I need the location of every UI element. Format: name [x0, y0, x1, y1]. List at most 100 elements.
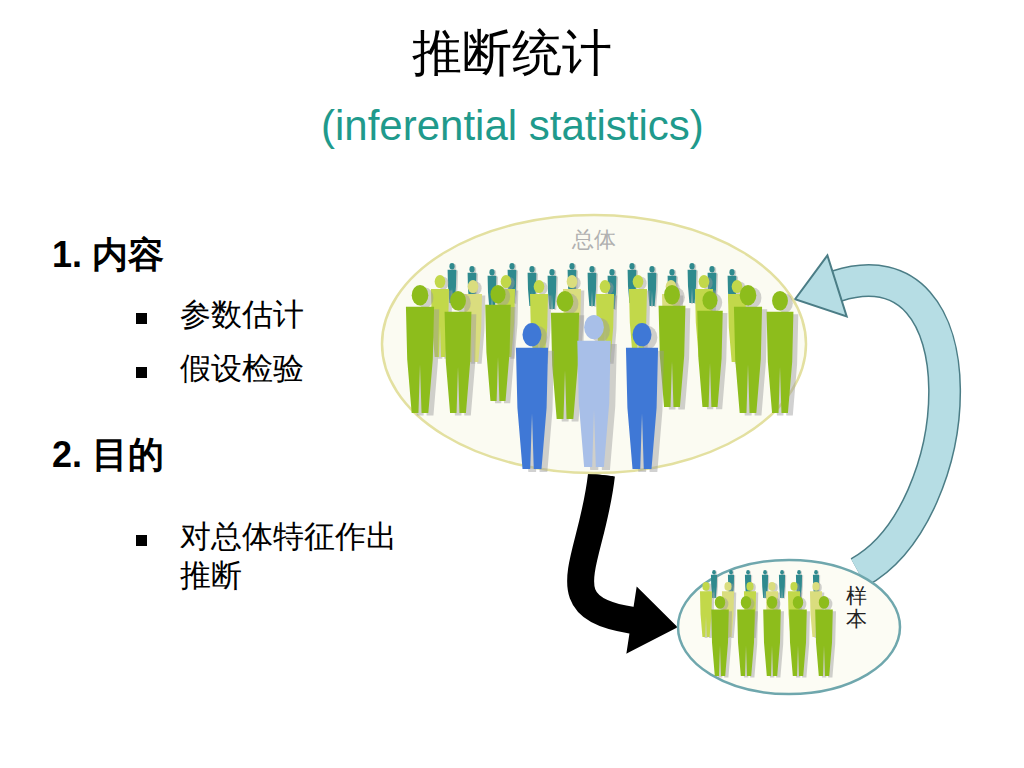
person-head: [772, 291, 788, 311]
person-head: [741, 596, 751, 609]
arrowhead: [628, 589, 676, 652]
person-head: [699, 275, 710, 288]
list-item: 对总体特征作出推断: [180, 518, 402, 596]
person-figure: [688, 263, 697, 303]
person-head: [702, 291, 717, 310]
person-head: [724, 582, 731, 591]
person-head: [523, 323, 542, 346]
title: 推断统计: [412, 20, 612, 87]
person-body: [767, 312, 794, 413]
section-heading: 1. 内容: [52, 232, 164, 277]
bullet-square: [136, 535, 147, 546]
person-head: [649, 266, 654, 272]
person-head: [567, 275, 578, 288]
person-head: [746, 582, 753, 591]
person-figure: [551, 291, 579, 419]
crowd-illustration: [700, 570, 836, 678]
person-figure: [588, 266, 597, 306]
person-body: [445, 312, 472, 413]
connector: [795, 255, 944, 572]
person-body: [789, 610, 807, 676]
sample-ellipse: 样本: [676, 558, 902, 696]
person-head: [549, 269, 554, 275]
population-ellipse: 总体: [380, 213, 808, 475]
person-body: [406, 307, 434, 413]
person-body: [577, 341, 610, 467]
person-head: [715, 596, 725, 609]
person-head: [689, 263, 694, 269]
person-head: [450, 291, 466, 311]
person-body: [588, 273, 597, 306]
person-head: [669, 269, 674, 275]
person-head: [609, 269, 614, 275]
person-body: [551, 313, 579, 419]
ellipse-shape: [382, 215, 806, 473]
person-head: [569, 263, 574, 269]
person-figure: [700, 582, 712, 637]
node-label: 总体: [572, 225, 616, 255]
person-body: [815, 610, 833, 676]
person-head: [469, 266, 474, 272]
person-figure: [734, 285, 762, 413]
person-body: [688, 270, 697, 303]
connector-line: [581, 475, 633, 620]
person-figure: [626, 323, 658, 469]
person-figure: [577, 315, 610, 467]
ellipse-outline: [380, 213, 808, 475]
person-head: [633, 323, 652, 346]
person-figure: [767, 291, 794, 413]
person-body: [516, 348, 548, 469]
ellipse-shape: [678, 560, 900, 694]
person-figure: [737, 596, 755, 676]
person-body: [734, 307, 762, 413]
person-head: [490, 285, 505, 304]
person-head: [812, 582, 819, 591]
person-figure: [516, 323, 548, 469]
person-figure: [763, 596, 781, 676]
person-head: [790, 582, 797, 591]
person-figure: [711, 596, 729, 676]
list-item: 假设检验: [180, 350, 304, 389]
person-body: [485, 305, 511, 401]
person-figure: [697, 291, 723, 407]
person-head: [797, 570, 801, 574]
person-head: [729, 269, 734, 275]
person-body: [737, 610, 755, 676]
person-head: [529, 266, 534, 272]
person-head: [702, 582, 709, 591]
person-figure: [815, 596, 833, 676]
person-head: [709, 266, 714, 272]
person-head: [819, 596, 829, 609]
section-heading: 2. 目的: [52, 432, 164, 477]
connector: [581, 475, 676, 652]
person-head: [534, 280, 545, 293]
person-head: [814, 570, 818, 574]
connector-outline: [837, 281, 945, 573]
person-head: [589, 266, 594, 272]
person-head: [509, 263, 514, 269]
subtitle: (inferential statistics): [321, 100, 704, 153]
person-head: [763, 570, 767, 574]
person-head: [633, 275, 644, 288]
person-figure: [445, 291, 472, 413]
list-item: 参数估计: [180, 296, 304, 335]
person-head: [729, 570, 733, 574]
connector-line: [837, 281, 945, 573]
person-head: [557, 291, 574, 311]
person-head: [449, 263, 454, 269]
node-label: 样本: [846, 584, 867, 630]
crowd-illustration: [406, 263, 798, 472]
person-figure: [485, 285, 511, 401]
bullet-square: [136, 313, 147, 324]
bullet-square: [136, 367, 147, 378]
person-head: [629, 263, 634, 269]
person-figure: [789, 596, 807, 676]
person-body: [697, 311, 723, 407]
person-body: [763, 610, 781, 676]
person-head: [746, 570, 750, 574]
person-head: [489, 269, 494, 275]
person-head: [780, 570, 784, 574]
person-body: [700, 591, 712, 637]
person-head: [664, 285, 680, 305]
person-head: [468, 280, 479, 293]
